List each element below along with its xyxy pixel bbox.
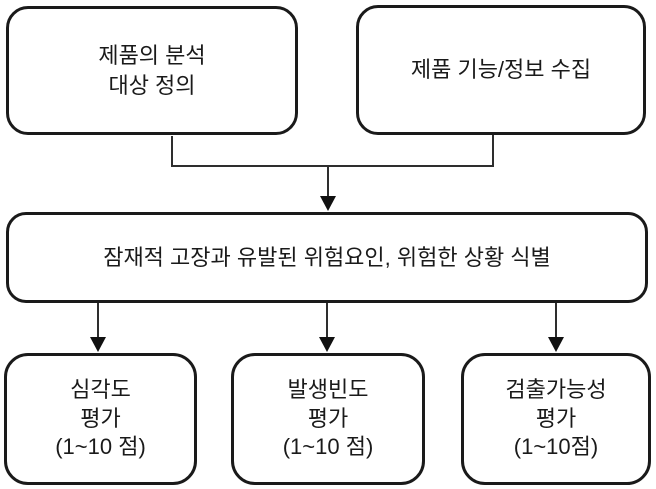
arrow-to-detectability-head xyxy=(548,337,564,352)
node-occurrence-label: 발생빈도 평가 (1~10 점) xyxy=(282,377,374,460)
node-detectability-label: 검출가능성 평가 (1~10점) xyxy=(505,377,607,460)
arrow-to-occurrence-head xyxy=(319,337,335,352)
merge-connector-line xyxy=(171,134,494,167)
node-collect-info: 제품 기능/정보 수집 xyxy=(356,5,646,135)
node-detectability: 검출가능성 평가 (1~10점) xyxy=(461,353,651,485)
arrow-to-identify-head xyxy=(320,196,336,211)
arrow-to-severity-head xyxy=(90,337,106,352)
node-severity: 심각도 평가 (1~10 점) xyxy=(4,353,197,485)
node-define-target: 제품의 분석 대상 정의 xyxy=(6,6,298,135)
node-identify-hazards: 잠재적 고장과 유발된 위험요인, 위험한 상황 식별 xyxy=(6,212,648,303)
node-collect-info-label: 제품 기능/정보 수집 xyxy=(410,57,592,83)
node-define-target-label: 제품의 분석 대상 정의 xyxy=(98,42,206,98)
node-severity-label: 심각도 평가 (1~10 점) xyxy=(55,377,146,460)
node-identify-hazards-label: 잠재적 고장과 유발된 위험요인, 위험한 상황 식별 xyxy=(103,244,551,270)
node-occurrence: 발생빈도 평가 (1~10 점) xyxy=(231,353,425,485)
